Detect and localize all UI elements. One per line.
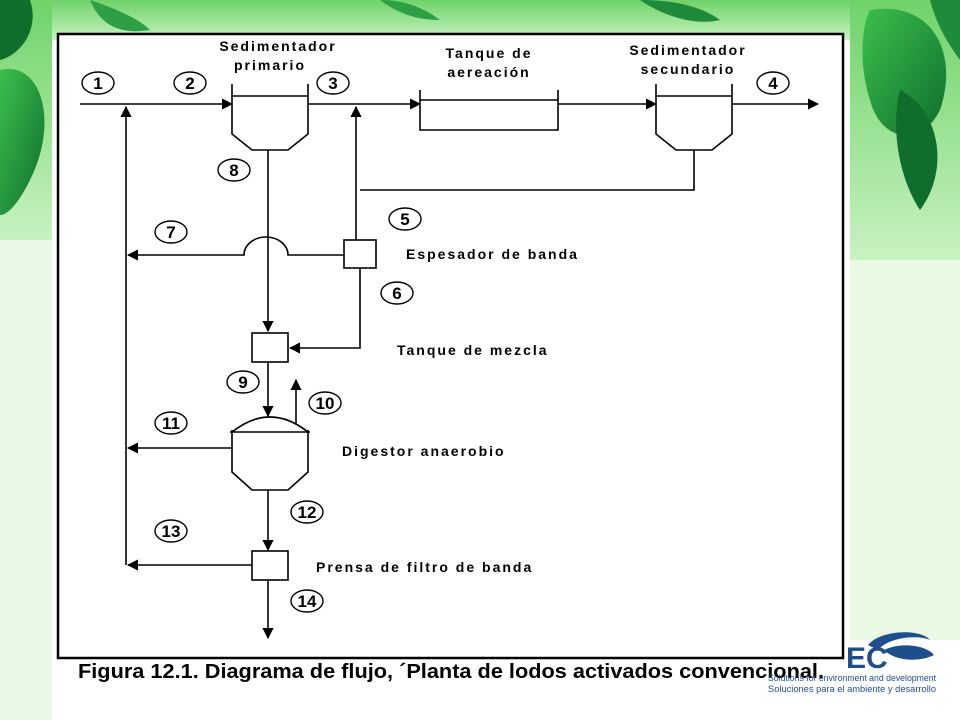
stream-14: 14 bbox=[298, 592, 317, 611]
stream-2: 2 bbox=[185, 74, 194, 93]
belt-thickener bbox=[343, 239, 377, 269]
label-primary-settler-1: Sedimentador bbox=[219, 38, 336, 54]
primary-clarifier bbox=[231, 84, 309, 151]
stream-1: 1 bbox=[93, 74, 102, 93]
anaerobic-digester bbox=[231, 430, 309, 491]
label-aeration-2: aereación bbox=[447, 64, 530, 80]
stream-8: 8 bbox=[229, 161, 238, 180]
company-logo: EC Solutions for environment and develop… bbox=[768, 632, 936, 694]
process-units bbox=[230, 84, 733, 581]
label-aeration-1: Tanque de bbox=[446, 45, 533, 61]
stream-5: 5 bbox=[400, 210, 409, 229]
flow-lines bbox=[80, 98, 820, 640]
label-mixing-tank: Tanque de mezcla bbox=[397, 342, 549, 358]
stream-9: 9 bbox=[238, 373, 247, 392]
label-press: Prensa de filtro de banda bbox=[316, 559, 533, 575]
stream-12: 12 bbox=[298, 503, 317, 522]
label-secondary-settler-2: secundario bbox=[641, 61, 736, 77]
label-secondary-settler-1: Sedimentador bbox=[629, 42, 746, 58]
aeration-tank bbox=[419, 90, 559, 131]
stream-number-circles bbox=[81, 71, 790, 613]
stream-numbers: 1 2 3 4 5 6 7 8 9 10 11 12 13 14 bbox=[93, 74, 778, 611]
stream-6: 6 bbox=[392, 284, 401, 303]
stream-4: 4 bbox=[768, 74, 778, 93]
stream-3: 3 bbox=[328, 74, 337, 93]
figure-caption: Figura 12.1. Diagrama de flujo, ´Planta … bbox=[78, 661, 824, 683]
belt-filter-press bbox=[251, 550, 289, 581]
label-digester: Digestor anaerobio bbox=[342, 443, 506, 459]
stream-13: 13 bbox=[162, 522, 181, 541]
secondary-clarifier bbox=[655, 84, 733, 151]
label-primary-settler-2: primario bbox=[234, 57, 306, 73]
stream-11: 11 bbox=[162, 414, 180, 433]
logo-tagline-en: Solutions for environment and developmen… bbox=[768, 673, 936, 683]
logo-text: EC bbox=[846, 642, 888, 675]
logo-tagline-es: Soluciones para el ambiente y desarrollo bbox=[768, 684, 936, 694]
unit-labels: Sedimentador primario Tanque de aereació… bbox=[219, 38, 746, 575]
stream-7: 7 bbox=[166, 223, 175, 242]
label-thickener: Espesador de banda bbox=[406, 246, 579, 262]
stream-10: 10 bbox=[316, 394, 335, 413]
mixing-tank bbox=[251, 332, 289, 363]
